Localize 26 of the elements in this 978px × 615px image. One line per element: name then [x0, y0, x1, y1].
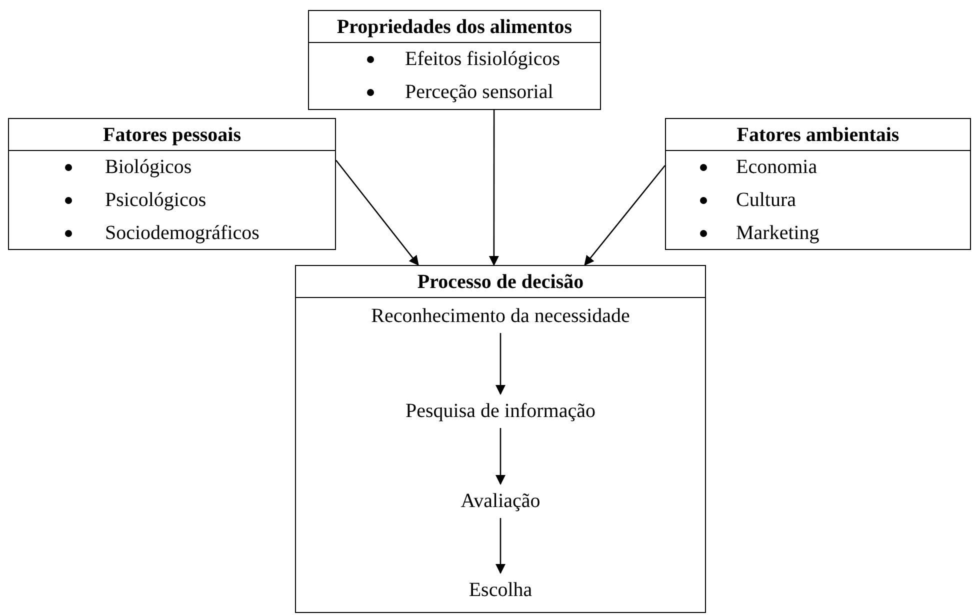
arrow: [496, 333, 506, 395]
factor-box: [295, 265, 706, 613]
arrow: [335, 160, 419, 266]
list-item: Psicológicos: [105, 188, 206, 213]
box-heading: Fatores ambientais: [736, 122, 900, 146]
arrow: [584, 165, 666, 266]
factor-box: [8, 118, 336, 250]
arrow: [488, 110, 499, 266]
box-heading: Fatores pessoais: [103, 122, 241, 146]
step-text: Pesquisa de informação: [406, 398, 596, 424]
arrow: [496, 428, 506, 485]
list-item: Biológicos: [105, 155, 192, 180]
list-item: Efeitos fisiológicos: [405, 47, 560, 72]
list-item: Sociodemográficos: [105, 221, 260, 246]
list-item: Cultura: [736, 188, 796, 213]
box-heading: Propriedades dos alimentos: [336, 14, 572, 38]
step-text: Avaliação: [460, 488, 540, 514]
list-item: Economia: [736, 155, 818, 180]
step-text: Reconhecimento da necessidade: [371, 303, 630, 329]
list-item: Perceção sensorial: [405, 80, 554, 105]
factor-box: [665, 118, 971, 250]
factor-box: [308, 10, 601, 110]
list-item: Marketing: [736, 221, 820, 246]
step-text: Escolha: [468, 577, 532, 603]
box-heading: Processo de decisão: [417, 270, 584, 294]
arrow: [496, 518, 506, 574]
